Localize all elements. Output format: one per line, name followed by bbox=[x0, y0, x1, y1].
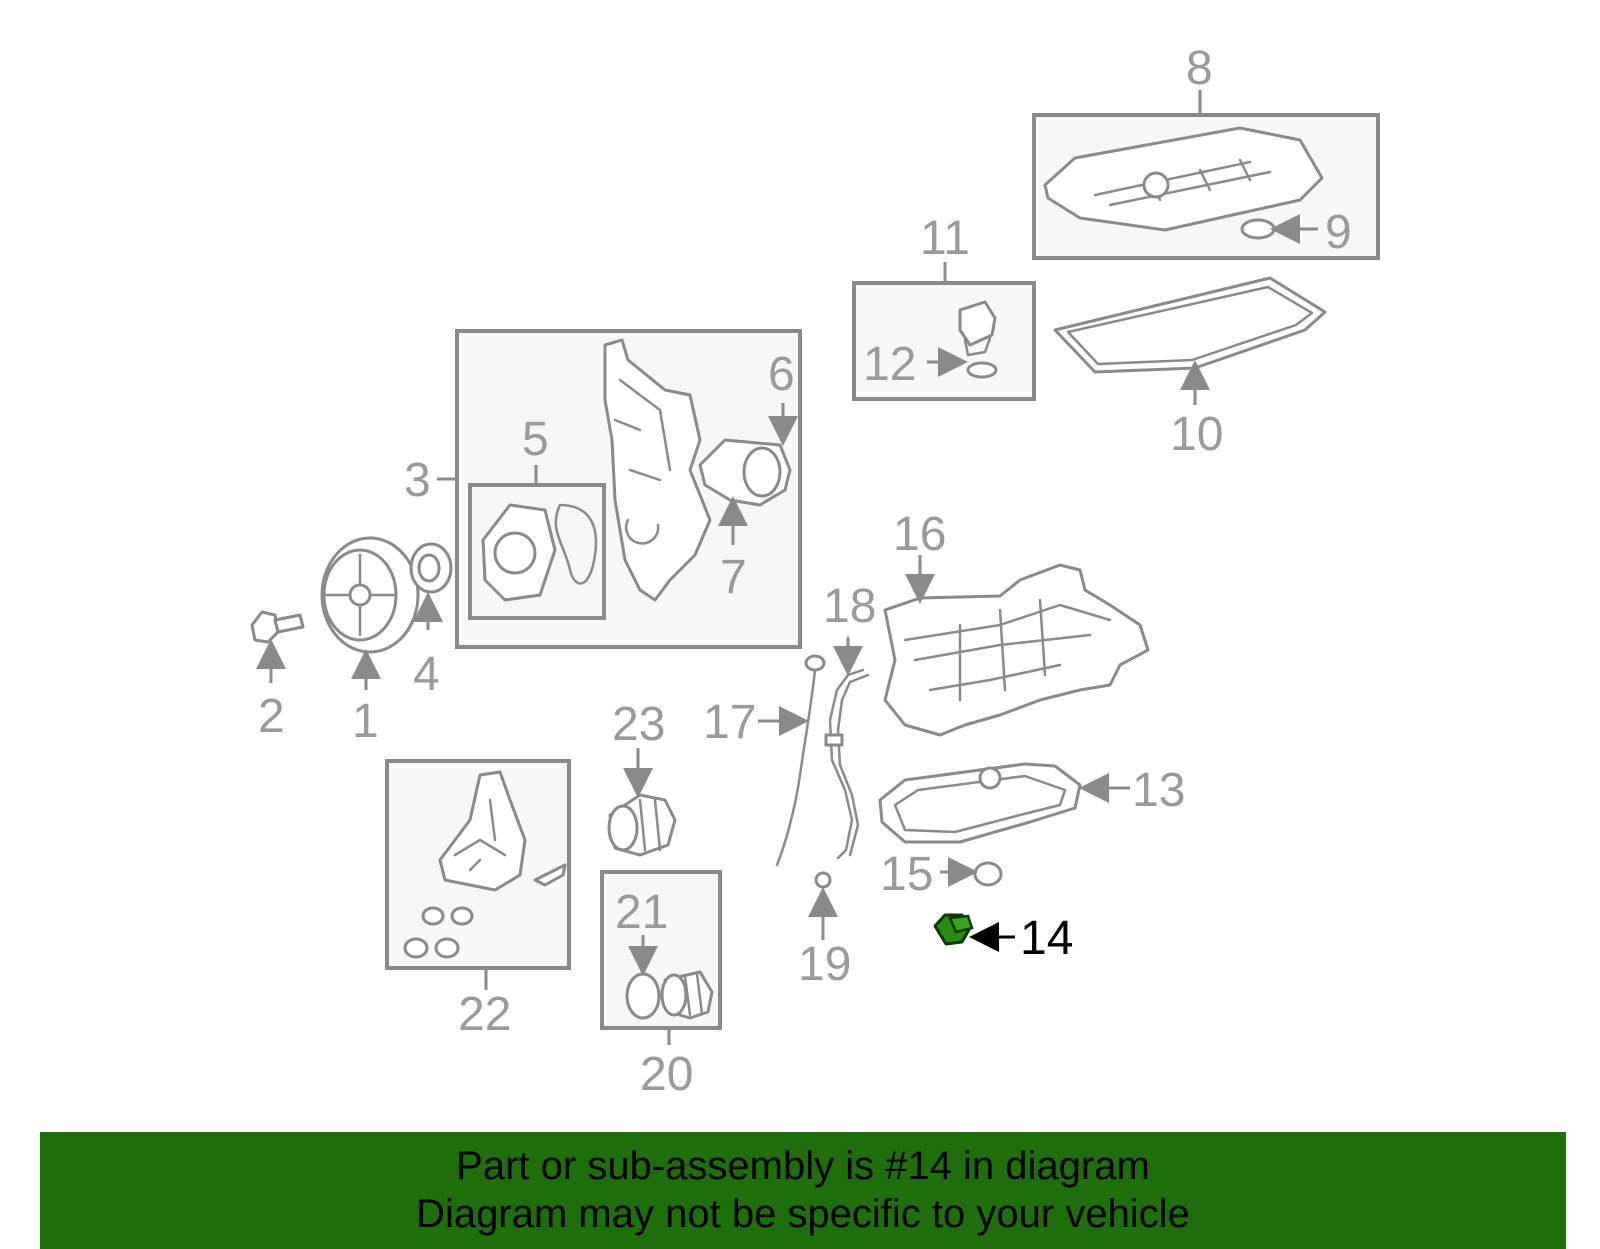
water-pump-part bbox=[481, 503, 598, 602]
callout-21: 21 bbox=[615, 886, 668, 939]
valve-cover-part bbox=[1043, 126, 1324, 232]
seal-part-9 bbox=[1240, 218, 1276, 240]
oring-part-19 bbox=[814, 871, 832, 889]
callout-5: 5 bbox=[522, 413, 549, 466]
callout-20: 20 bbox=[640, 1048, 693, 1101]
oring-part-21 bbox=[625, 972, 661, 1020]
oil-seal-part bbox=[409, 542, 453, 594]
oil-filter-part bbox=[660, 970, 714, 1020]
callout-13: 13 bbox=[1132, 764, 1185, 817]
timing-cover-part bbox=[603, 338, 712, 602]
oil-pan-lower-part bbox=[878, 762, 1082, 844]
pulley-part bbox=[320, 536, 420, 654]
callout-6: 6 bbox=[768, 348, 795, 401]
seal-part-12 bbox=[966, 361, 998, 379]
callout-8: 8 bbox=[1186, 42, 1213, 95]
drain-plug-part-14[interactable] bbox=[933, 913, 974, 946]
parts-diagram: 1 2 3 4 5 6 7 8 9 10 11 12 13 14 15 16 1… bbox=[250, 42, 1380, 1101]
box-oil-cap bbox=[852, 281, 1036, 401]
callout-19: 19 bbox=[798, 938, 851, 991]
callout-9: 9 bbox=[1325, 206, 1352, 259]
callout-7: 7 bbox=[720, 551, 747, 604]
callout-12: 12 bbox=[863, 338, 916, 391]
callout-17: 17 bbox=[703, 696, 756, 749]
gasket-part-15 bbox=[973, 861, 1003, 887]
dipstick-part bbox=[775, 654, 826, 867]
housing-part-6 bbox=[698, 438, 792, 507]
gasket-part-10 bbox=[1053, 276, 1327, 374]
callout-22: 22 bbox=[458, 988, 511, 1041]
filter-housing-part bbox=[607, 793, 677, 857]
callout-4: 4 bbox=[413, 648, 440, 701]
oil-pan-upper-part bbox=[883, 563, 1150, 737]
callout-11: 11 bbox=[920, 212, 970, 265]
callout-1: 1 bbox=[352, 695, 379, 748]
callout-18: 18 bbox=[823, 580, 876, 633]
callout-2: 2 bbox=[258, 690, 285, 743]
callout-14[interactable]: 14 bbox=[1020, 912, 1073, 965]
banner-line-2: Diagram may not be specific to your vehi… bbox=[416, 1192, 1190, 1236]
dipstick-guide-part bbox=[824, 668, 870, 860]
callout-16: 16 bbox=[893, 508, 946, 561]
oil-pump-part bbox=[403, 770, 567, 959]
bolt-part bbox=[250, 610, 305, 644]
info-banner: Part or sub-assembly is #14 in diagram D… bbox=[40, 1132, 1566, 1249]
banner-line-1: Part or sub-assembly is #14 in diagram bbox=[456, 1144, 1150, 1188]
callout-15: 15 bbox=[880, 848, 933, 901]
callout-23: 23 bbox=[612, 698, 665, 751]
callout-10: 10 bbox=[1170, 408, 1223, 461]
callout-3: 3 bbox=[404, 454, 431, 507]
